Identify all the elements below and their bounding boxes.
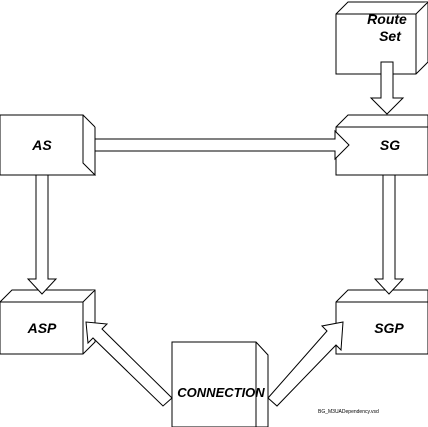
arrow-route-set-to-sg xyxy=(369,61,405,115)
arrow-as-to-sg xyxy=(94,129,350,161)
sg-label: SG xyxy=(380,137,400,153)
asp-box: ASP xyxy=(0,289,96,355)
sgp-box: SGP xyxy=(335,289,428,355)
as-label: AS xyxy=(31,137,52,153)
route-set-box: Route Set xyxy=(335,1,428,75)
arrow-connection-to-sgp xyxy=(267,321,344,407)
route-set-label-line2: Set xyxy=(379,28,402,44)
connection-box: CONNECTION xyxy=(171,341,269,427)
arrow-connection-to-asp xyxy=(85,321,173,407)
sgp-label: SGP xyxy=(374,320,404,336)
sg-box: SG xyxy=(335,114,428,176)
arrow-sg-to-sgp xyxy=(373,174,405,295)
as-box: AS xyxy=(0,114,97,176)
arrow-as-to-asp xyxy=(26,174,58,295)
connection-label: CONNECTION xyxy=(177,385,265,400)
diagram-caption: BG_M3UADependency.vsd xyxy=(318,409,379,415)
asp-label: ASP xyxy=(27,320,57,336)
route-set-label-line1: Route xyxy=(367,11,407,27)
